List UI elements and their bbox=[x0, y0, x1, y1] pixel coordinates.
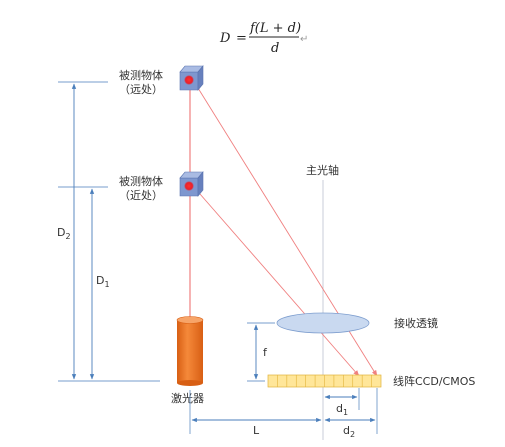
near-laser-spot bbox=[184, 181, 194, 191]
d2-label: d2 bbox=[343, 424, 355, 439]
formula-denominator: d bbox=[271, 41, 279, 56]
far-object-cube-icon bbox=[179, 65, 204, 91]
D1-label: D1 bbox=[96, 274, 110, 289]
far-laser-spot bbox=[184, 75, 194, 85]
receiving-lens-icon bbox=[276, 312, 370, 334]
return-mark: ↵ bbox=[300, 34, 308, 45]
reflected-ray-near bbox=[192, 185, 360, 377]
formula-equals: = bbox=[236, 31, 247, 46]
distance-formula: D = f(L + d) d ↵ bbox=[219, 21, 308, 56]
near-object-cube-icon bbox=[179, 171, 204, 197]
d1-label: d1 bbox=[336, 402, 348, 417]
laser-label: 激光器 bbox=[171, 391, 204, 405]
L-label: L bbox=[253, 424, 260, 437]
near-object-label-1: 被测物体 bbox=[119, 174, 163, 188]
far-object-label-1: 被测物体 bbox=[119, 68, 163, 82]
formula-numerator: f(L + d) bbox=[249, 21, 301, 36]
far-object-label-2: （远处） bbox=[119, 83, 163, 96]
lens-label: 接收透镜 bbox=[394, 316, 438, 330]
formula-lhs: D bbox=[219, 31, 231, 46]
near-object-label-2: （近处） bbox=[119, 189, 163, 202]
main-axis-label: 主光轴 bbox=[306, 163, 339, 177]
f-label: f bbox=[263, 346, 268, 359]
sensor-label: 线阵CCD/CMOS bbox=[393, 374, 475, 388]
laser-cylinder-icon bbox=[176, 316, 204, 386]
D2-label: D2 bbox=[57, 226, 71, 241]
linear-sensor-array-icon bbox=[267, 374, 382, 388]
